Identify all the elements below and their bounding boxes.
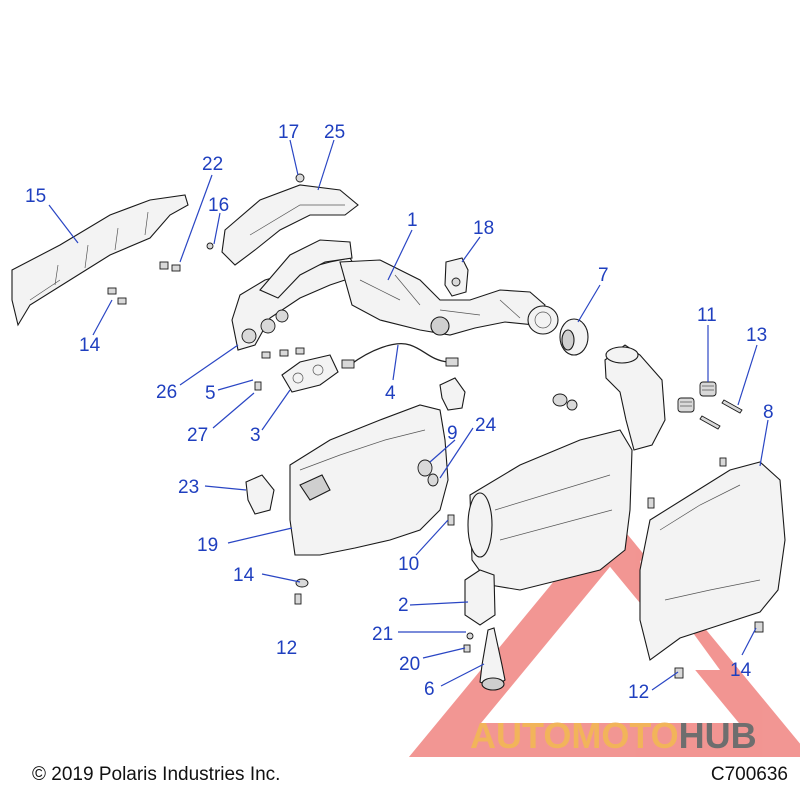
watermark-text-main: AUTOMOTO: [470, 715, 679, 756]
callout-23: 23: [178, 477, 199, 498]
callout-5: 5: [205, 383, 216, 404]
bracket-small: [439, 377, 466, 411]
part-13-bolts: [699, 399, 743, 430]
callout-9: 9: [447, 423, 458, 444]
part-7-gasket: [559, 318, 589, 356]
watermark-wordmark: AUTOMOTOHUB: [470, 715, 757, 757]
watermark-text-hub: HUB: [678, 715, 757, 756]
callout-15: 15: [25, 186, 46, 207]
part-26-header-pipe: [231, 239, 361, 351]
muffler-inlet-pipe: [604, 344, 666, 451]
callout-17: 17: [278, 122, 299, 143]
part-3-manifold-gasket: [281, 354, 339, 393]
callout-4: 4: [385, 383, 396, 404]
callout-14-right: 14: [730, 660, 752, 681]
callout-7: 7: [598, 265, 609, 286]
callout-12-left: 12: [276, 638, 297, 659]
part-2-muffler: [464, 429, 633, 626]
callout-25: 25: [324, 122, 345, 143]
callout-27: 27: [187, 425, 208, 446]
part-25-heat-shield: [221, 184, 359, 266]
callout-14-mid: 14: [233, 565, 255, 586]
callout-14-left: 14: [79, 335, 101, 356]
part-19-heat-shield: [289, 404, 449, 556]
part-4-oxygen-sensor: [341, 343, 459, 369]
callout-24: 24: [475, 415, 497, 436]
callout-21: 21: [372, 624, 393, 645]
callout-19: 19: [197, 535, 218, 556]
callout-1: 1: [407, 210, 418, 231]
part-11-springs: [677, 381, 717, 413]
callout-16: 16: [208, 195, 229, 216]
callout-22: 22: [202, 154, 223, 175]
callout-6: 6: [424, 679, 435, 700]
outlet-flange: [527, 305, 559, 335]
part-23-bracket: [245, 474, 275, 515]
callout-8: 8: [763, 402, 774, 423]
callout-2: 2: [398, 595, 409, 616]
hardware-fasteners: [107, 173, 764, 679]
copyright-notice: © 2019 Polaris Industries Inc.: [32, 764, 281, 785]
callout-labels: 15 22 16 17 25 1 18 7 14 26 5 27 3 4 11 …: [25, 122, 774, 703]
part-18-bracket: [444, 257, 469, 297]
callout-11: 11: [697, 305, 717, 326]
callout-10: 10: [398, 554, 419, 575]
part-6-exhaust-tip: [479, 627, 506, 691]
callout-3: 3: [250, 425, 261, 446]
callout-13: 13: [746, 325, 767, 346]
part-8-muffler-shield: [639, 461, 786, 661]
callout-20: 20: [399, 654, 420, 675]
callout-18: 18: [473, 218, 494, 239]
callout-12-right: 12: [628, 682, 649, 703]
leader-lines: [48, 139, 769, 691]
callout-26: 26: [156, 382, 177, 403]
part-1-catalytic-pipe: [339, 259, 546, 336]
part-15-heat-shield: [11, 194, 189, 327]
diagram-code: C700636: [710, 764, 788, 785]
